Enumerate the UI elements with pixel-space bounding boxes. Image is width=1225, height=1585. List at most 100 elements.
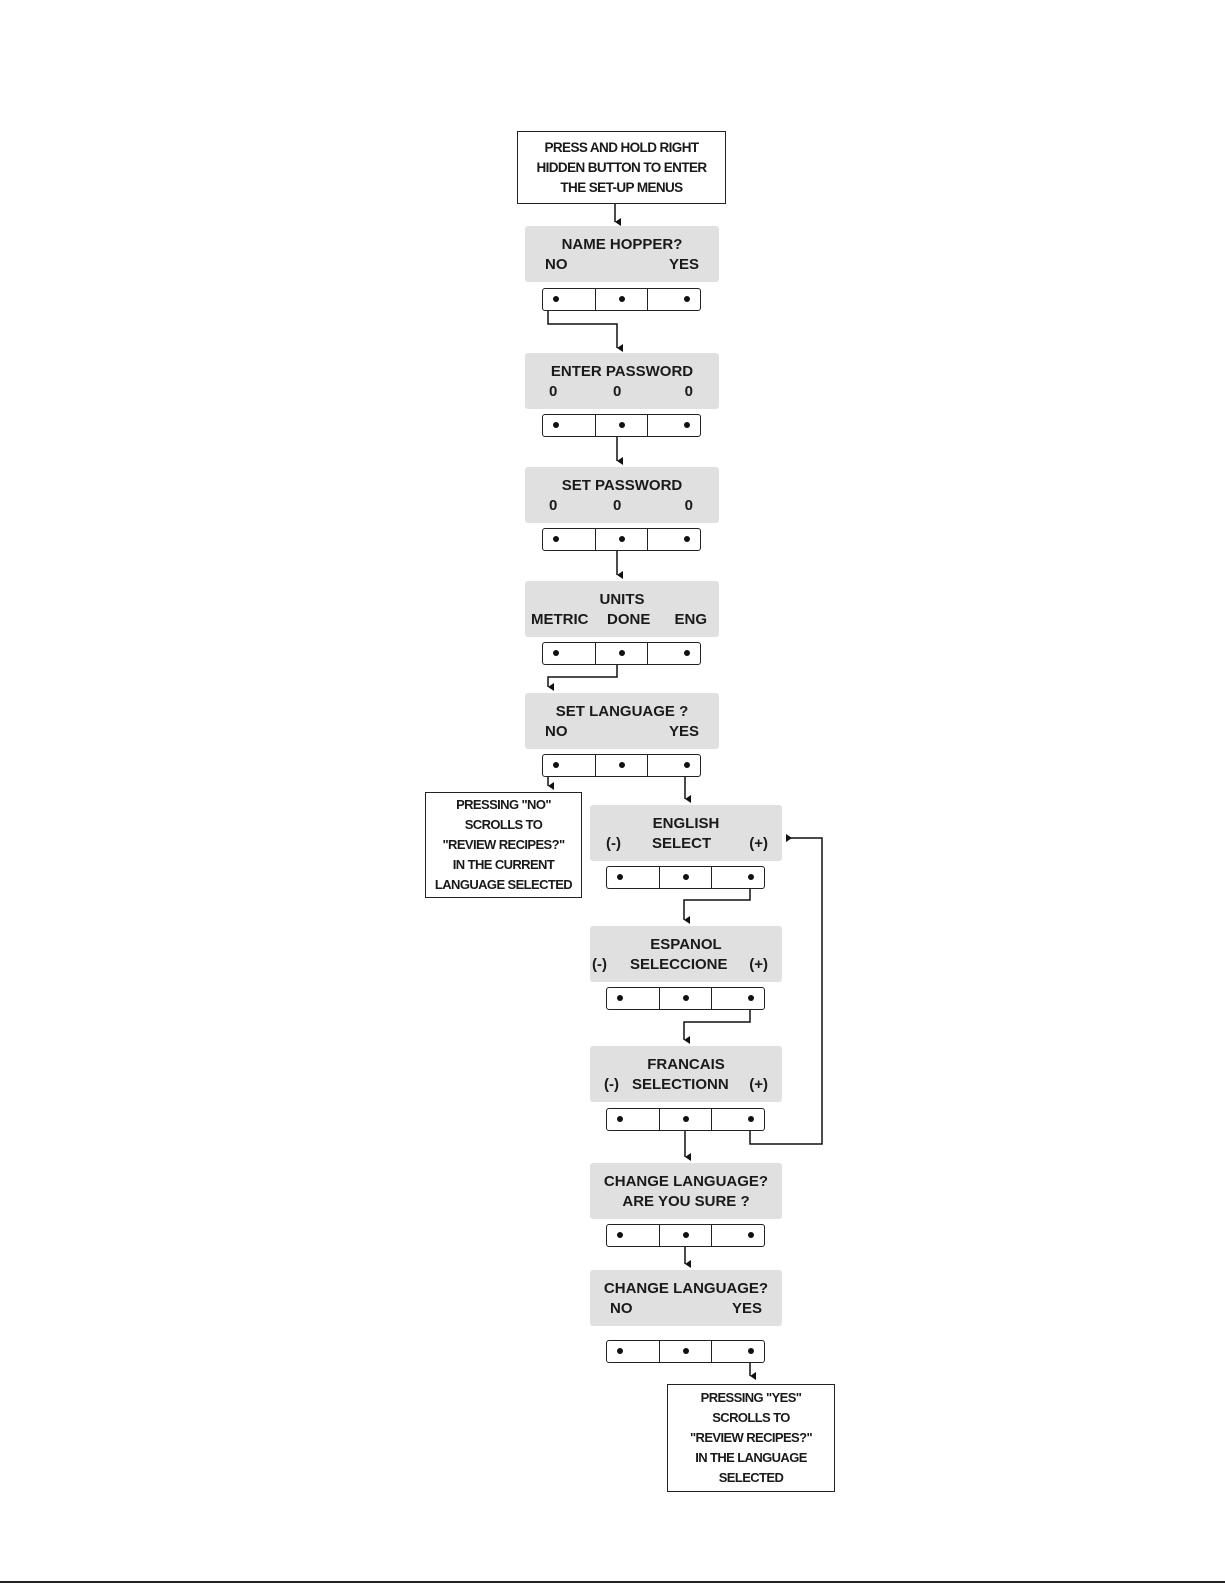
button-dot-icon (617, 1116, 623, 1122)
note-line: PRESSING "YES" (700, 1390, 802, 1405)
screen-english: ENGLISH (-) SELECT (+) (590, 805, 782, 861)
left-button[interactable] (607, 988, 659, 1009)
digit-middle: 0 (613, 383, 622, 400)
button-dot-icon (553, 422, 559, 428)
right-button[interactable] (711, 1341, 764, 1362)
option-eng: ENG (674, 611, 707, 628)
start-instruction-note: PRESS AND HOLD RIGHT HIDDEN BUTTON TO EN… (517, 131, 726, 204)
option-plus: (+) (749, 956, 768, 973)
button-row-francais (606, 1108, 765, 1131)
middle-button[interactable] (658, 1109, 712, 1130)
right-button[interactable] (647, 289, 700, 310)
button-row-change-language-confirm (606, 1224, 765, 1247)
left-button[interactable] (607, 1225, 659, 1246)
option-minus: (-) (604, 1076, 619, 1093)
button-dot-icon (618, 296, 625, 302)
left-button[interactable] (607, 1109, 659, 1130)
middle-button[interactable] (594, 529, 648, 550)
middle-button[interactable] (658, 988, 712, 1009)
screen-enter-password: ENTER PASSWORD 0 0 0 (525, 353, 719, 409)
button-dot-icon (748, 1116, 755, 1122)
note-line: SCROLLS TO (712, 1410, 790, 1425)
middle-button[interactable] (594, 755, 648, 776)
option-select: SELECCIONE (630, 956, 728, 973)
left-button[interactable] (607, 867, 659, 888)
button-dot-icon (684, 536, 691, 542)
option-yes: YES (731, 1300, 762, 1317)
right-button[interactable] (711, 867, 764, 888)
button-dot-icon (617, 874, 623, 880)
middle-button[interactable] (658, 1225, 712, 1246)
screen-set-language: SET LANGUAGE ? NO YES (525, 693, 719, 749)
digit-left: 0 (549, 383, 558, 400)
screen-units: UNITS METRIC DONE ENG (525, 581, 719, 637)
middle-button[interactable] (658, 1341, 712, 1362)
screen-title: ENGLISH (652, 815, 720, 832)
digit-left: 0 (549, 497, 558, 514)
right-button[interactable] (711, 1225, 764, 1246)
button-dot-icon (553, 762, 559, 768)
screen-title: ENTER PASSWORD (550, 363, 694, 380)
screen-change-language: CHANGE LANGUAGE? NO YES (590, 1270, 782, 1326)
button-dot-icon (682, 1348, 689, 1354)
left-button[interactable] (543, 643, 595, 664)
button-dot-icon (617, 1348, 623, 1354)
middle-button[interactable] (658, 867, 712, 888)
screen-title: CHANGE LANGUAGE? (603, 1173, 769, 1190)
screen-title: FRANCAIS (647, 1056, 725, 1073)
note-line: IN THE LANGUAGE (695, 1450, 807, 1465)
button-dot-icon (682, 1232, 689, 1238)
right-button[interactable] (647, 643, 700, 664)
page-bottom-rule (0, 1581, 1225, 1583)
note-line: SCROLLS TO (464, 817, 543, 832)
button-dot-icon (618, 650, 625, 656)
right-button[interactable] (647, 755, 700, 776)
note-line: IN THE CURRENT (452, 857, 555, 872)
button-dot-icon (748, 995, 755, 1001)
left-button[interactable] (607, 1341, 659, 1362)
option-yes: YES (668, 723, 699, 740)
left-button[interactable] (543, 289, 595, 310)
screen-name-hopper: NAME HOPPER? NO YES (525, 226, 719, 282)
right-button[interactable] (647, 529, 700, 550)
right-button[interactable] (711, 988, 764, 1009)
button-dot-icon (553, 650, 559, 656)
screen-title: UNITS (599, 591, 645, 608)
button-dot-icon (682, 874, 689, 880)
left-button[interactable] (543, 755, 595, 776)
button-dot-icon (553, 296, 559, 302)
note-line: "REVIEW RECIPES?" (689, 1430, 813, 1445)
option-plus: (+) (749, 835, 768, 852)
left-button[interactable] (543, 415, 595, 436)
button-dot-icon (684, 296, 691, 302)
middle-button[interactable] (594, 643, 648, 664)
option-select: SELECTIONN (632, 1076, 729, 1093)
button-dot-icon (684, 422, 691, 428)
screen-title: SET PASSWORD (561, 477, 683, 494)
button-dot-icon (618, 536, 625, 542)
note-line: PRESS AND HOLD RIGHT (544, 139, 699, 155)
option-yes: YES (668, 256, 699, 273)
option-no: NO (610, 1300, 633, 1317)
screen-title: ESPANOL (650, 936, 722, 953)
screen-title: SET LANGUAGE ? (555, 703, 689, 720)
right-button[interactable] (711, 1109, 764, 1130)
button-dot-icon (682, 1116, 689, 1122)
button-row-units (542, 642, 701, 665)
button-row-change-language (606, 1340, 765, 1363)
middle-button[interactable] (594, 415, 648, 436)
button-dot-icon (748, 874, 755, 880)
button-dot-icon (618, 422, 625, 428)
screen-set-password: SET PASSWORD 0 0 0 (525, 467, 719, 523)
option-no: NO (545, 256, 568, 273)
button-row-name-hopper (542, 288, 701, 311)
button-dot-icon (617, 995, 623, 1001)
button-dot-icon (748, 1232, 755, 1238)
middle-button[interactable] (594, 289, 648, 310)
option-metric: METRIC (531, 611, 589, 628)
note-line: LANGUAGE SELECTED (434, 877, 573, 892)
right-button[interactable] (647, 415, 700, 436)
screen-title: CHANGE LANGUAGE? (603, 1280, 769, 1297)
left-button[interactable] (543, 529, 595, 550)
note-line: PRESSING "NO" (456, 797, 551, 812)
